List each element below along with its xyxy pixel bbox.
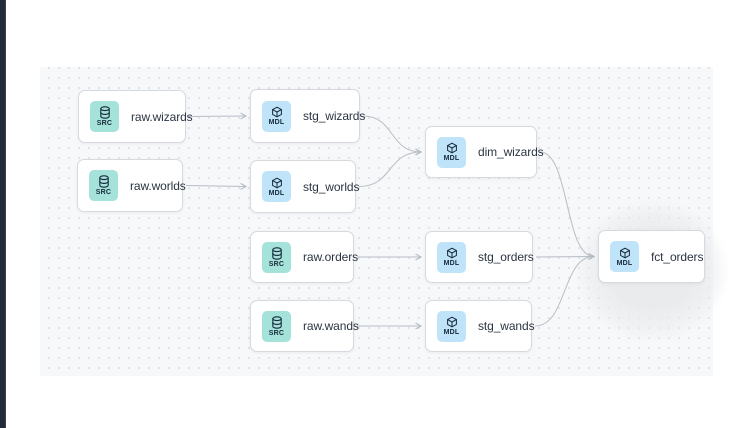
node-badge-label: SRC xyxy=(268,329,285,337)
node-fct_orders[interactable]: MDL fct_orders xyxy=(598,230,705,283)
database-icon xyxy=(271,246,282,260)
node-badge-label: MDL xyxy=(443,155,460,162)
node-label: stg_worlds xyxy=(303,179,360,194)
node-raw_orders[interactable]: SRC raw.orders xyxy=(250,231,358,283)
node-label: dim_wizards xyxy=(478,145,544,159)
node-stg_orders[interactable]: MDL stg_orders xyxy=(425,231,534,283)
node-badge-label: SRC xyxy=(96,120,113,127)
node-badge: MDL xyxy=(437,136,466,168)
node-badge-label: MDL xyxy=(268,189,285,197)
node-dim_wizards[interactable]: MDL dim_wizards xyxy=(425,126,544,178)
node-label: raw.wands xyxy=(303,319,359,333)
node-label: raw.orders xyxy=(303,250,359,264)
model-cube-icon xyxy=(446,316,457,328)
node-badge: MDL xyxy=(437,241,466,273)
left-rail xyxy=(0,0,6,428)
node-stg_wizards[interactable]: MDL stg_wizards xyxy=(250,89,365,143)
node-stg_wands[interactable]: MDL stg_wands xyxy=(425,300,535,352)
node-raw_worlds[interactable]: SRC raw.worlds xyxy=(77,159,186,212)
node-raw_wizards[interactable]: SRC raw.wizards xyxy=(78,90,193,143)
node-badge: MDL xyxy=(262,100,291,132)
node-badge-label: MDL xyxy=(443,260,460,267)
node-badge: MDL xyxy=(437,310,466,342)
model-cube-icon xyxy=(271,106,282,118)
node-badge-label: SRC xyxy=(268,260,285,268)
database-icon xyxy=(271,315,282,329)
model-cube-icon xyxy=(271,177,282,188)
node-label: stg_wands xyxy=(478,319,535,333)
node-badge: SRC xyxy=(262,310,291,342)
node-badge: SRC xyxy=(89,170,118,201)
node-label: raw.wizards xyxy=(131,109,193,124)
node-badge: SRC xyxy=(262,241,291,273)
node-label: raw.worlds xyxy=(130,178,186,193)
node-label: stg_wizards xyxy=(303,109,366,123)
node-stg_worlds[interactable]: MDL stg_worlds xyxy=(250,160,360,213)
node-label: stg_orders xyxy=(478,250,534,264)
node-badge-label: MDL xyxy=(268,119,285,126)
node-badge: MDL xyxy=(610,241,639,272)
node-label: fct_orders xyxy=(651,249,704,264)
node-badge: SRC xyxy=(90,101,119,132)
node-badge: MDL xyxy=(262,171,291,202)
model-cube-icon xyxy=(619,247,630,258)
database-icon xyxy=(99,106,110,119)
node-raw_wands[interactable]: SRC raw.wands xyxy=(250,300,359,352)
model-cube-icon xyxy=(446,247,457,259)
model-cube-icon xyxy=(446,142,457,154)
node-badge-label: SRC xyxy=(95,189,112,196)
node-badge-label: MDL xyxy=(616,259,633,267)
node-badge-label: MDL xyxy=(443,329,460,336)
database-icon xyxy=(98,175,109,188)
